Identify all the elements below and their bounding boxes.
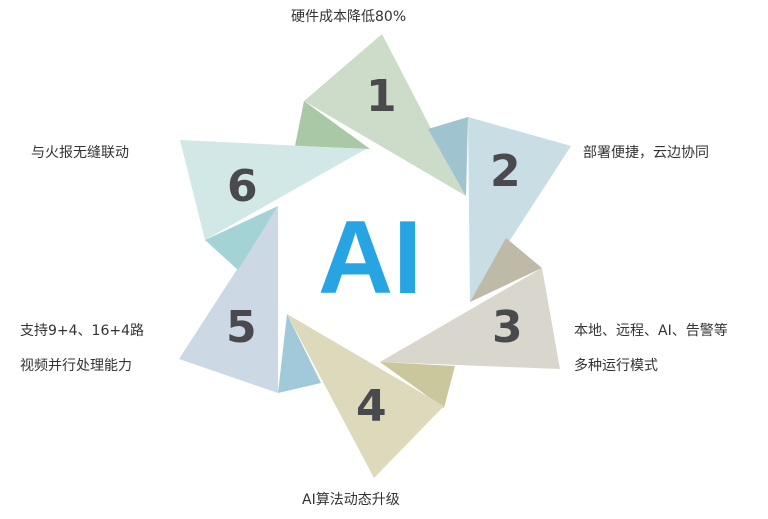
petal-1-label: 硬件成本降低80% bbox=[291, 9, 407, 25]
center-ai-text: AI bbox=[318, 200, 422, 316]
petal-1-main bbox=[304, 34, 466, 196]
petal-3: 3 bbox=[380, 238, 560, 369]
petal-4-number: 4 bbox=[356, 381, 387, 432]
petal-4-main bbox=[287, 314, 444, 478]
petal-2-number: 2 bbox=[490, 146, 521, 197]
petal-4-shadow bbox=[380, 362, 455, 408]
petal-5-shadow bbox=[278, 314, 321, 393]
petal-4-label: AI算法动态升级 bbox=[302, 492, 400, 508]
petal-1: 1 bbox=[295, 34, 466, 196]
petal-1-shadow bbox=[295, 101, 370, 149]
petal-5-label-line-2: 视频并行处理能力 bbox=[20, 358, 132, 374]
petal-4: 4 bbox=[287, 314, 455, 478]
petal-6: 6 bbox=[180, 140, 366, 270]
petal-3-label-line-1: 本地、远程、AI、告警等 bbox=[574, 323, 728, 339]
petal-6-main bbox=[180, 140, 366, 240]
petal-2: 2 bbox=[428, 117, 571, 302]
petal-2-main bbox=[468, 117, 571, 302]
petal-6-shadow bbox=[205, 206, 278, 270]
petal-6-number: 6 bbox=[227, 161, 258, 212]
petal-1-number: 1 bbox=[366, 71, 397, 122]
petal-3-main bbox=[380, 268, 560, 369]
petal-2-shadow bbox=[428, 117, 468, 196]
petal-2-label: 部署便捷，云边协同 bbox=[583, 145, 709, 161]
petal-3-label-line-2: 多种运行模式 bbox=[574, 358, 658, 374]
petal-5: 5 bbox=[179, 206, 321, 393]
petal-5-main bbox=[179, 206, 278, 393]
petal-3-shadow bbox=[470, 238, 542, 302]
petal-3-number: 3 bbox=[492, 302, 523, 353]
petal-6-label: 与火报无缝联动 bbox=[31, 145, 129, 161]
petal-5-label-line-1: 支持9+4、16+4路 bbox=[20, 323, 144, 339]
petal-5-number: 5 bbox=[226, 302, 257, 353]
